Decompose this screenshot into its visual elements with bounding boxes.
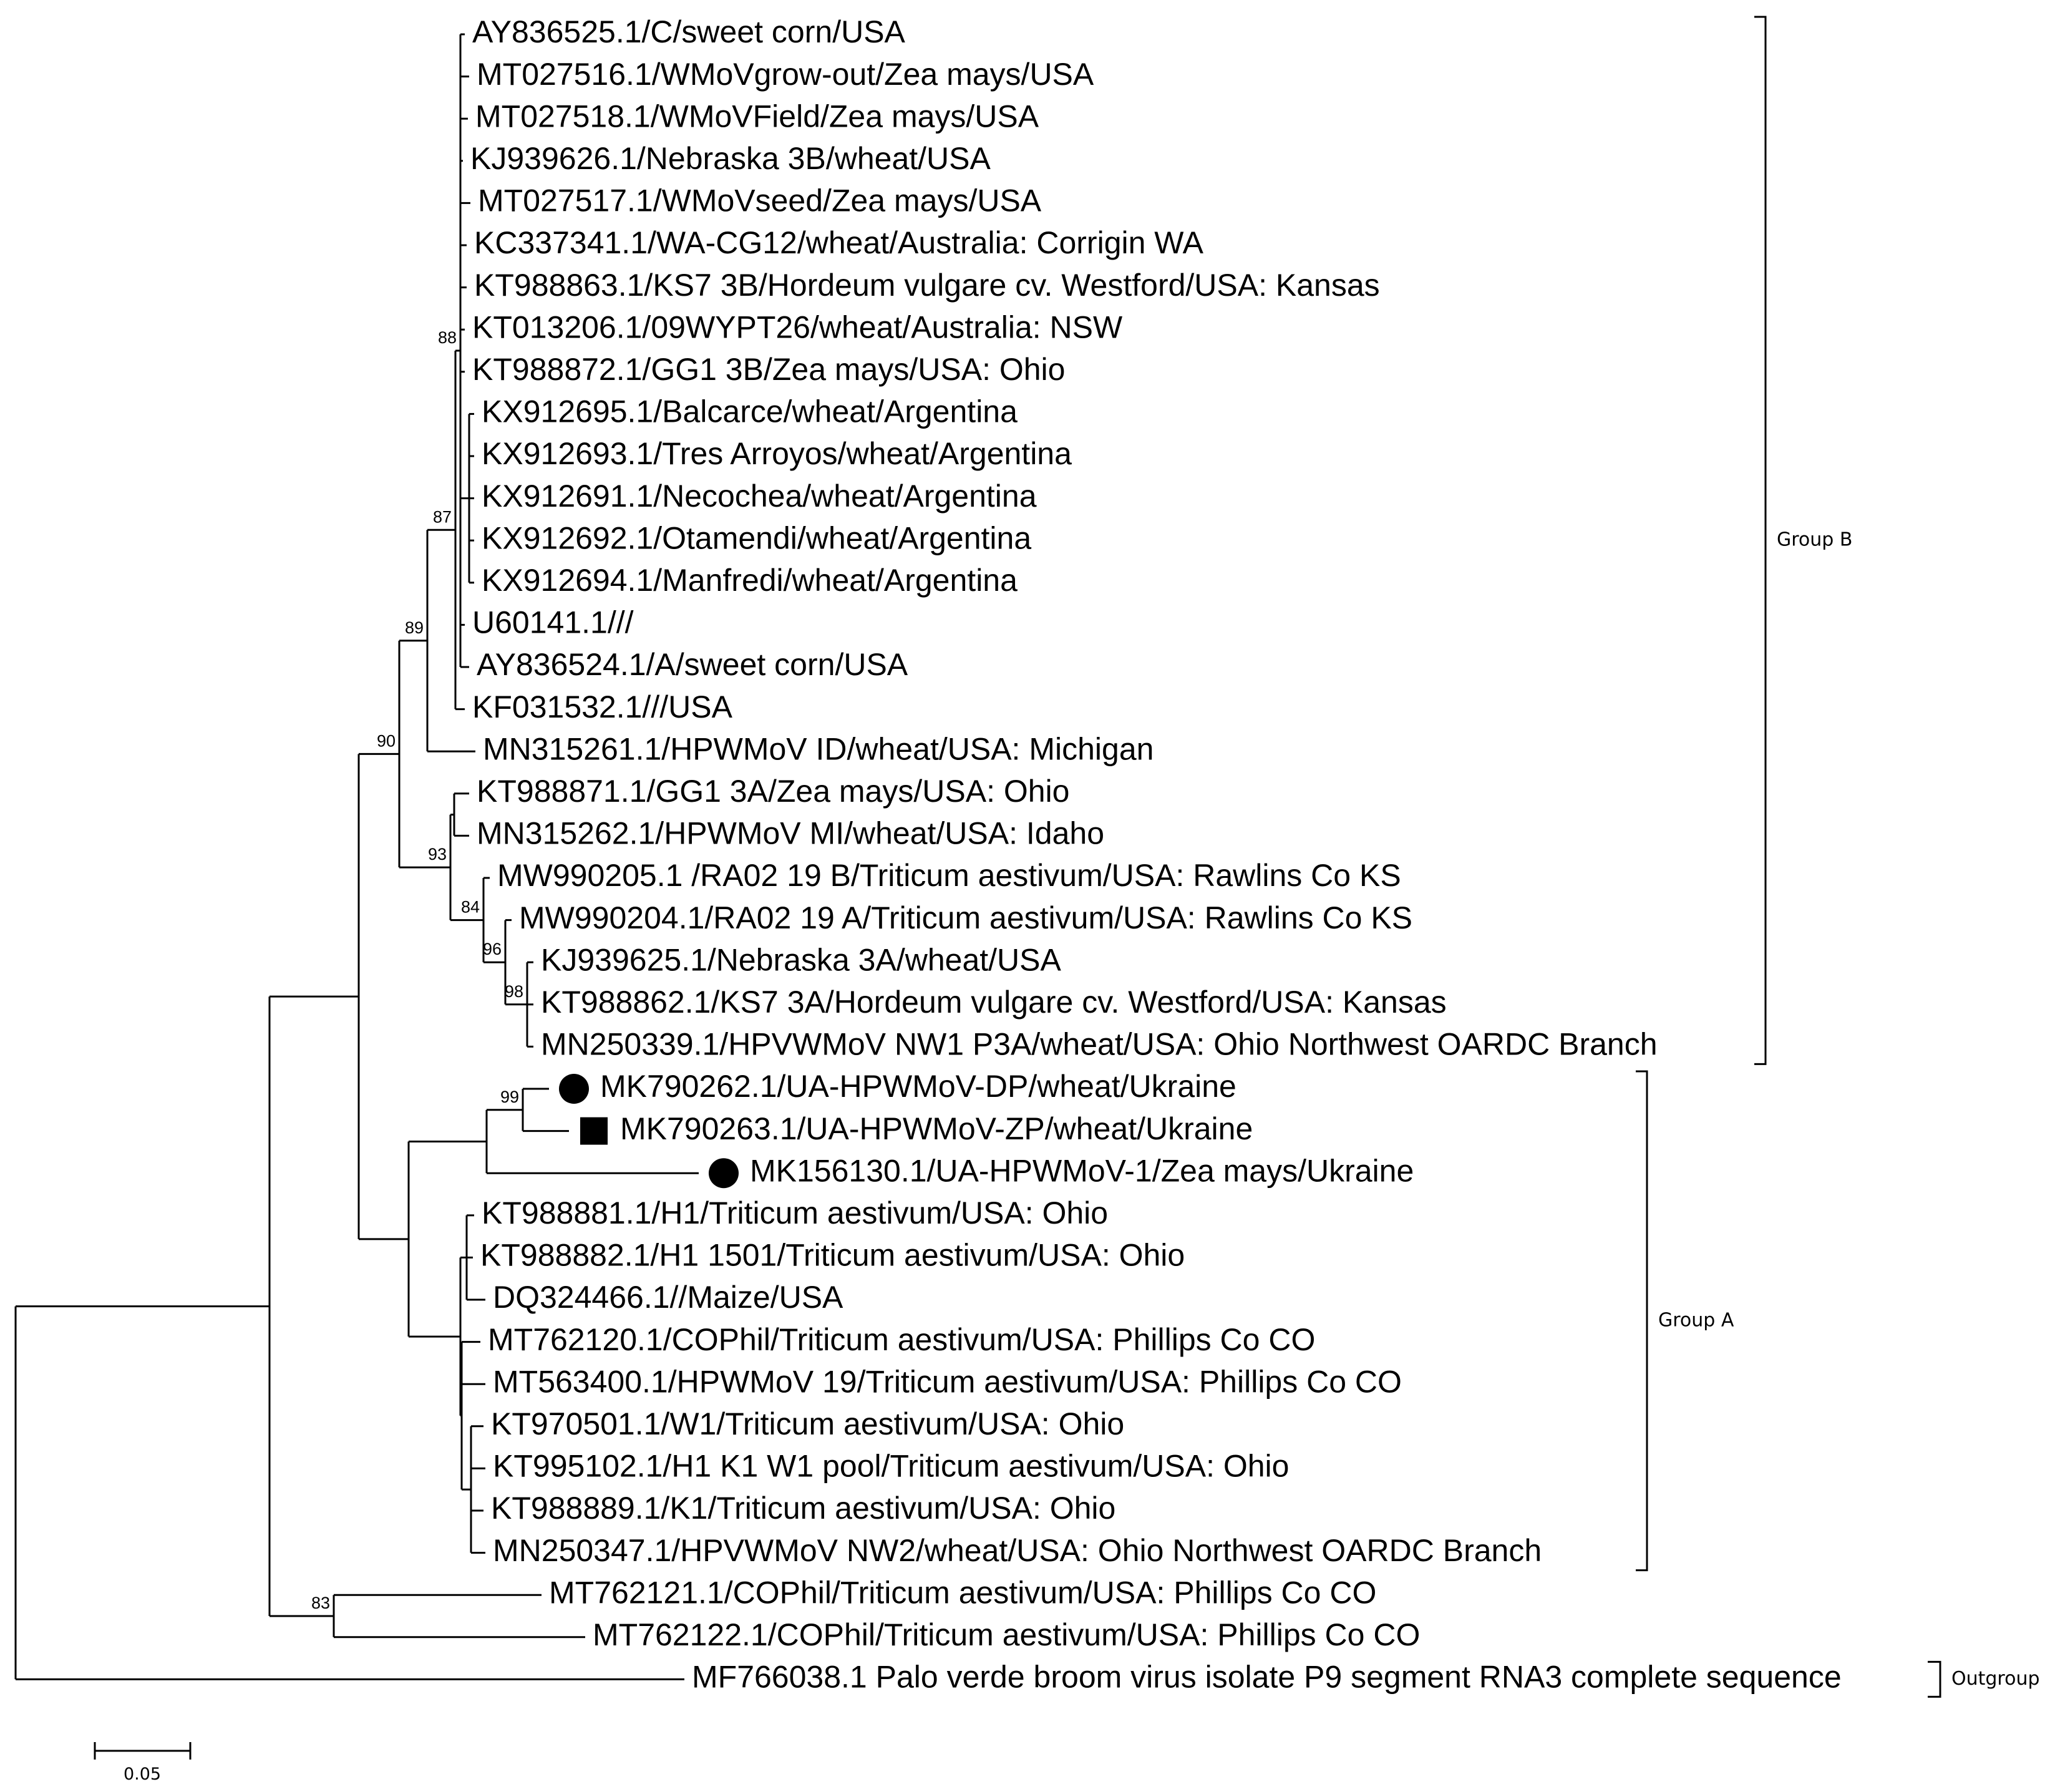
taxon-label: KX912691.1/Necochea/wheat/Argentina	[482, 479, 1037, 514]
taxon-label: DQ324466.1//Maize/USA	[493, 1280, 843, 1315]
taxon-label: KT995102.1/H1 K1 W1 pool/Triticum aestiv…	[493, 1449, 1289, 1484]
taxon-label: KT988881.1/H1/Triticum aestivum/USA: Ohi…	[482, 1195, 1108, 1230]
bootstrap-label-n90: 90	[377, 731, 396, 750]
scale-bar-label: 0.05	[124, 1765, 161, 1784]
taxon-label: MW990204.1/RA02 19 A/Triticum aestivum/U…	[519, 900, 1412, 935]
group-b-label: Group B	[1777, 529, 1852, 551]
taxon-label: KX912693.1/Tres Arroyos/wheat/Argentina	[482, 436, 1072, 471]
group-a-label: Group A	[1658, 1309, 1734, 1331]
taxon-label: MT027518.1/WMoVField/Zea mays/USA	[475, 99, 1039, 134]
bootstrap-label-nUA2: 99	[500, 1088, 519, 1106]
taxon-label: MK790263.1/UA-HPWMoV-ZP/wheat/Ukraine	[620, 1111, 1253, 1146]
taxon-label: MN315261.1/HPWMoV ID/wheat/USA: Michigan	[483, 731, 1154, 766]
taxon-label: MK156130.1/UA-HPWMoV-1/Zea mays/Ukraine	[750, 1153, 1414, 1188]
bootstrap-label-n84: 84	[461, 898, 480, 917]
taxon-label: MT027516.1/WMoVgrow-out/Zea mays/USA	[477, 57, 1094, 92]
taxon-label: KX912694.1/Manfredi/wheat/Argentina	[482, 563, 1018, 598]
outgroup-label: Outgroup	[1951, 1668, 2040, 1690]
taxon-label: KT988872.1/GG1 3B/Zea mays/USA: Ohio	[472, 352, 1065, 387]
taxon-label: KJ939625.1/Nebraska 3A/wheat/USA	[541, 942, 1061, 977]
taxon-label: MT027517.1/WMoVseed/Zea mays/USA	[478, 183, 1042, 218]
taxon-label: KT970501.1/W1/Triticum aestivum/USA: Ohi…	[491, 1406, 1124, 1441]
taxon-label: KX912695.1/Balcarce/wheat/Argentina	[482, 394, 1018, 429]
taxon-label: MT563400.1/HPWMoV 19/Triticum aestivum/U…	[493, 1364, 1402, 1399]
taxon-label: KT988863.1/KS7 3B/Hordeum vulgare cv. We…	[474, 268, 1380, 303]
taxon-label: MW990205.1 /RA02 19 B/Triticum aestivum/…	[497, 858, 1401, 893]
taxon-label: MN315262.1/HPWMoV MI/wheat/USA: Idaho	[477, 816, 1104, 851]
circle-marker	[559, 1074, 589, 1104]
taxon-label: U60141.1///	[472, 605, 634, 640]
bootstrap-label-n98: 98	[505, 982, 523, 1001]
group-brackets: Group B Group A Outgroup	[1636, 16, 2040, 1698]
bootstrap-label-n96: 96	[483, 940, 502, 958]
bootstrap-label-n93: 93	[428, 845, 447, 864]
taxon-label: KX912692.1/Otamendi/wheat/Argentina	[482, 520, 1031, 555]
taxon-label: AY836524.1/A/sweet corn/USA	[477, 647, 908, 682]
taxon-label: KT988889.1/K1/Triticum aestivum/USA: Ohi…	[491, 1491, 1115, 1526]
tip-markers	[559, 1074, 739, 1189]
bootstrap-labels: 88 87 89 98 96 84 93 90 99 83	[311, 328, 523, 1612]
taxon-label: MN250339.1/HPVWMoV NW1 P3A/wheat/USA: Oh…	[541, 1027, 1658, 1062]
taxon-label: KC337341.1/WA-CG12/wheat/Australia: Corr…	[474, 225, 1204, 260]
scale-bar: 0.05	[94, 1742, 192, 1784]
taxon-label: KJ939626.1/Nebraska 3B/wheat/USA	[470, 141, 991, 176]
taxon-label: KF031532.1///USA	[472, 689, 733, 724]
taxon-label: MT762120.1/COPhil/Triticum aestivum/USA:…	[488, 1322, 1315, 1357]
taxon-label: MF766038.1 Palo verde broom virus isolat…	[692, 1660, 1842, 1695]
taxon-label: MT762122.1/COPhil/Triticum aestivum/USA:…	[593, 1617, 1420, 1652]
taxon-label: KT988862.1/KS7 3A/Hordeum vulgare cv. We…	[541, 985, 1447, 1020]
circle-marker	[709, 1158, 739, 1189]
tip-labels: AY836525.1/C/sweet corn/USA MT027516.1/WM…	[470, 14, 1842, 1694]
taxon-label: KT013206.1/09WYPT26/wheat/Australia: NSW	[472, 309, 1123, 344]
taxon-label: KT988882.1/H1 1501/Triticum aestivum/USA…	[480, 1238, 1185, 1273]
taxon-label: MN250347.1/HPVWMoV NW2/wheat/USA: Ohio N…	[493, 1533, 1542, 1568]
taxon-label: MT762121.1/COPhil/Triticum aestivum/USA:…	[549, 1575, 1376, 1610]
taxon-label: MK790262.1/UA-HPWMoV-DP/wheat/Ukraine	[600, 1069, 1236, 1104]
outgroup-bracket	[1928, 1660, 1941, 1698]
taxon-label: AY836525.1/C/sweet corn/USA	[472, 14, 906, 49]
bootstrap-label-n89: 89	[405, 618, 424, 637]
taxon-label: KT988871.1/GG1 3A/Zea mays/USA: Ohio	[477, 774, 1069, 809]
group-b-bracket	[1754, 16, 1767, 1065]
bootstrap-label-n87: 87	[433, 507, 452, 526]
group-a-bracket	[1636, 1070, 1648, 1572]
bootstrap-label-n83: 83	[311, 1594, 330, 1612]
tree-branches	[14, 33, 699, 1680]
square-marker	[580, 1117, 608, 1145]
bootstrap-label-nCore: 88	[438, 328, 457, 347]
